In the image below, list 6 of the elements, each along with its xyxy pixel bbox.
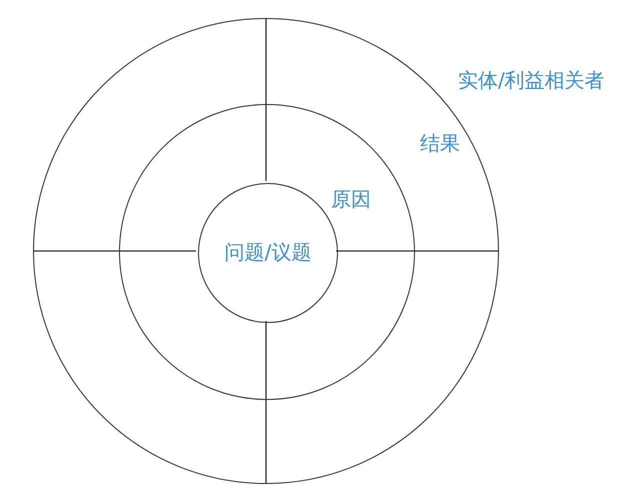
ring-label: 结果: [420, 131, 460, 155]
outer-circle: [33, 18, 499, 484]
ring-label: 实体/利益相关者: [458, 68, 605, 92]
ring-label: 原因: [331, 187, 371, 211]
ring-label: 问题/议题: [224, 240, 312, 264]
middle-circle: [119, 104, 415, 400]
